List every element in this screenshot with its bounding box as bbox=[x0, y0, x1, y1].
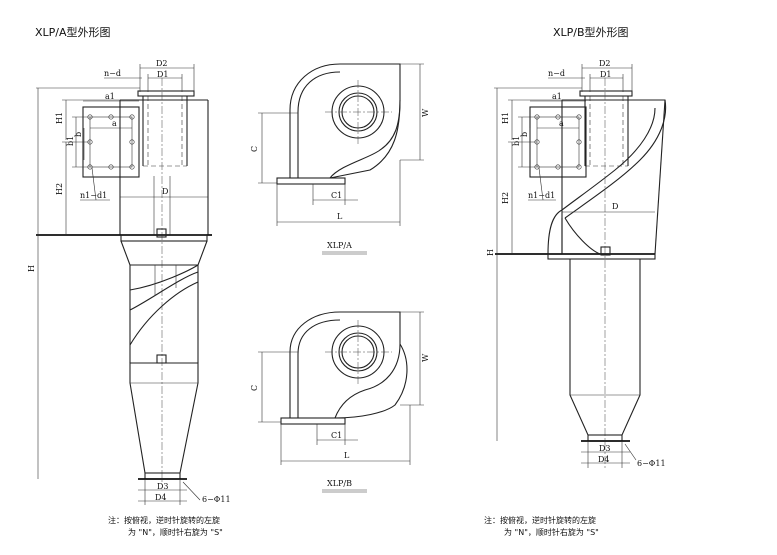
top-view-a bbox=[276, 63, 401, 205]
dim-a1: a1 bbox=[105, 92, 115, 101]
dim-c-b: C bbox=[250, 385, 259, 391]
dim-c1-b: C1 bbox=[331, 431, 342, 440]
note-left-line1: 注：按俯视，逆时针旋转的左旋 bbox=[108, 515, 220, 525]
dim-b1: b1 bbox=[66, 136, 75, 146]
dim-h2: H2 bbox=[55, 183, 64, 195]
dim-h: H bbox=[27, 265, 36, 272]
dim-6-phi11-b: 6−Φ11 bbox=[637, 459, 666, 468]
dim-n1-d1-b: n1−d1 bbox=[528, 191, 555, 200]
top-view-b-dimensions: C W C1 L XLP/B bbox=[250, 311, 430, 493]
dim-d1-b: D1 bbox=[600, 70, 612, 79]
dim-l-b: L bbox=[344, 451, 350, 460]
dim-d2-b: D2 bbox=[599, 59, 611, 68]
dim-d3-b: D3 bbox=[599, 444, 611, 453]
dim-d2: D2 bbox=[156, 59, 168, 68]
title-xlp-b: XLP/B型外形图 bbox=[553, 25, 629, 39]
dim-d1: D1 bbox=[157, 70, 169, 79]
caption-top-view-b: XLP/B bbox=[327, 479, 352, 488]
dim-n1-d1: n1−d1 bbox=[80, 191, 107, 200]
dim-d: D bbox=[162, 187, 168, 196]
dim-b1-b: b1 bbox=[512, 136, 521, 146]
note-left-line2: 为 "N"，顺时针右旋为 "S" bbox=[128, 527, 223, 537]
top-view-a-dimensions: C W C1 L XLP/A bbox=[250, 63, 430, 255]
dim-b: b bbox=[74, 132, 83, 137]
outlet-flange-b bbox=[579, 90, 633, 97]
xlp-a-side-view bbox=[36, 78, 212, 485]
dim-n-d: n−d bbox=[104, 69, 121, 78]
dim-h1: H1 bbox=[55, 112, 64, 124]
dim-c1-a: C1 bbox=[331, 191, 342, 200]
dim-6-phi11: 6−Φ11 bbox=[202, 495, 231, 504]
dim-n-d-b: n−d bbox=[548, 69, 565, 78]
dim-a-b: a bbox=[559, 119, 564, 128]
top-view-b bbox=[280, 311, 408, 445]
inlet-box bbox=[82, 106, 140, 178]
outlet-flange bbox=[137, 90, 195, 97]
note-right-line1: 注：按俯视，逆时针旋转的左旋 bbox=[484, 515, 596, 525]
xlp-a-dimensions: D2 D1 n−d a1 a H H1 H2 b1 b n1−d1 D D3 D… bbox=[27, 59, 231, 505]
dim-d3: D3 bbox=[157, 482, 169, 491]
dim-h1-b: H1 bbox=[501, 112, 510, 124]
note-right-line2: 为 "N"，顺时针右旋为 "S" bbox=[504, 527, 599, 537]
inlet-box-b bbox=[529, 106, 587, 178]
dim-w-b: W bbox=[421, 353, 430, 362]
dim-d4: D4 bbox=[155, 493, 167, 502]
dim-c-a: C bbox=[250, 146, 259, 152]
dim-w-a: W bbox=[421, 108, 430, 117]
title-xlp-a: XLP/A型外形图 bbox=[35, 25, 111, 39]
dim-h-b: H bbox=[486, 249, 495, 256]
dim-b-b: b bbox=[520, 132, 529, 137]
dim-d-b: D bbox=[612, 202, 618, 211]
dim-h2-b: H2 bbox=[501, 192, 510, 204]
dim-a: a bbox=[112, 119, 117, 128]
caption-top-view-a: XLP/A bbox=[327, 241, 352, 250]
xlp-b-dimensions: D2 D1 n−d a1 a H H1 H2 b1 b n1−d1 D D3 D… bbox=[486, 59, 666, 468]
dim-l-a: L bbox=[337, 212, 343, 221]
dim-a1-b: a1 bbox=[552, 92, 562, 101]
dim-d4-b: D4 bbox=[598, 455, 610, 464]
